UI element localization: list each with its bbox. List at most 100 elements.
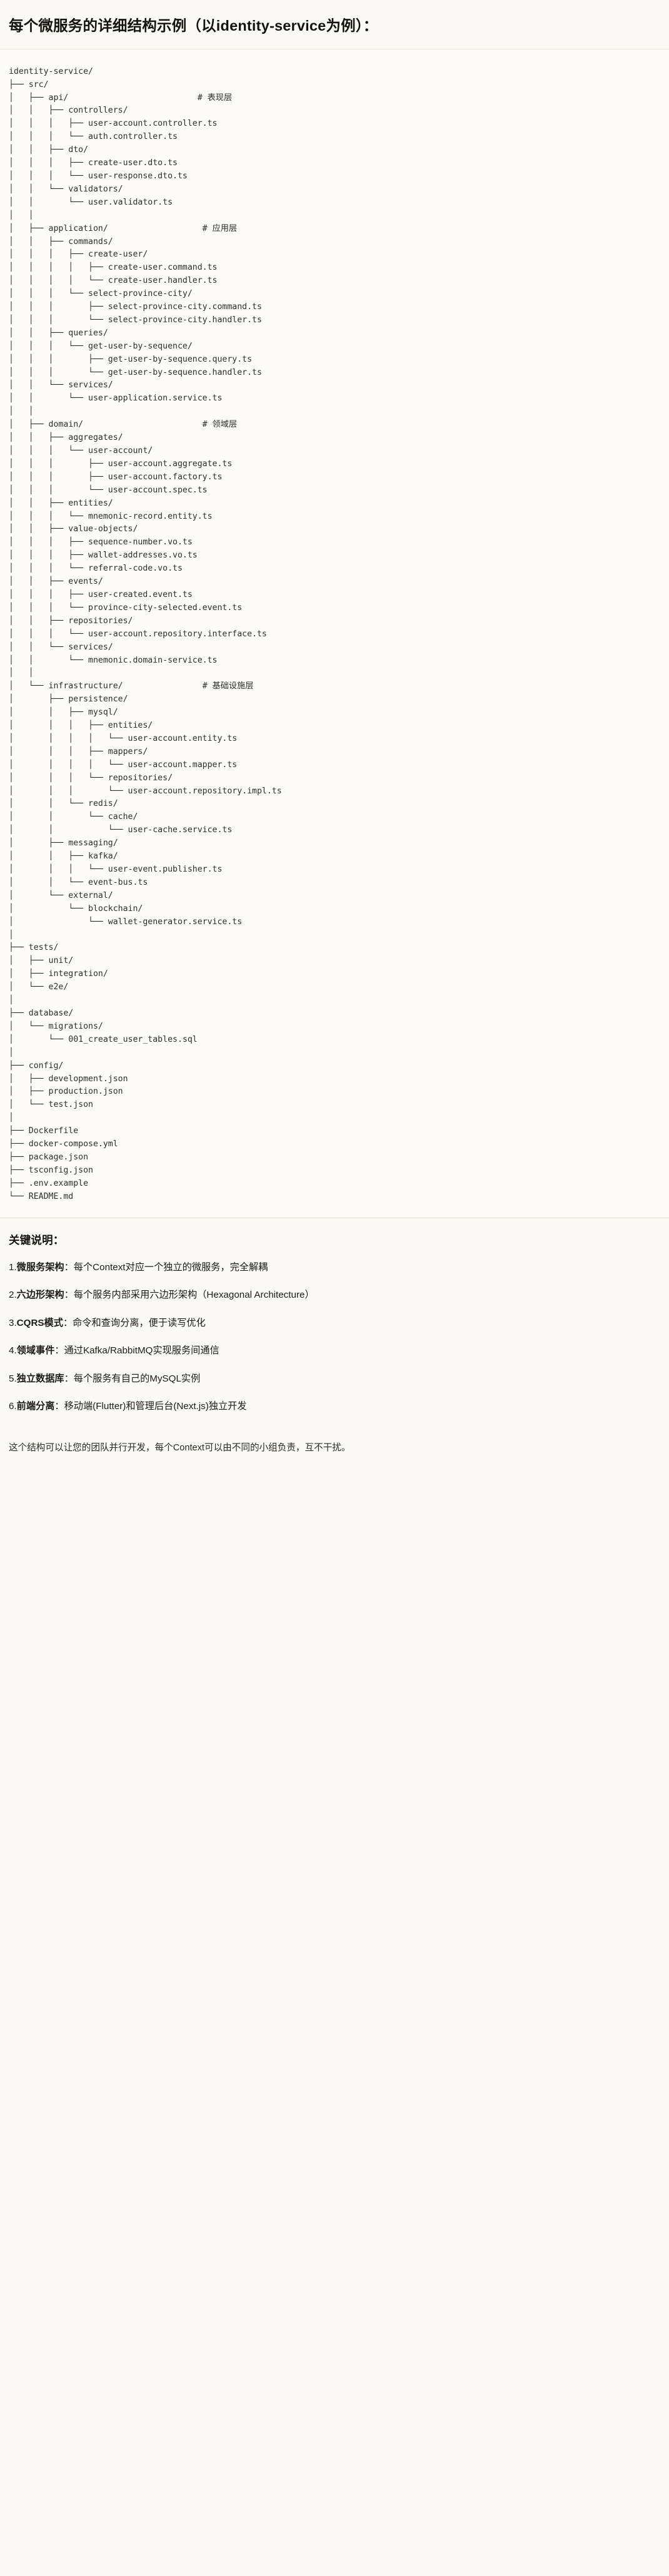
key-note-number: 6. [9,1401,17,1412]
key-note-number: 2. [9,1290,17,1301]
tree-line: │ │ ├── aggregates/ [9,433,123,443]
tree-line: ├── tsconfig.json [9,1165,93,1175]
tree-line: │ │ │ └── select-province-city/ [9,289,193,299]
tree-line: │ │ │ ├── get-user-by-sequence.query.ts [9,354,253,364]
key-note-text: 命令和查询分离，便于读写优化 [73,1317,206,1328]
tree-line: │ │ └── services/ [9,642,113,652]
tree-line: ├── package.json [9,1152,89,1162]
tree-line: │ │ │ ├── entities/ [9,721,153,731]
tree-line: │ │ ├── events/ [9,577,103,587]
tree-line: │ │ [9,407,34,417]
key-note-term: CQRS模式 [16,1317,63,1328]
key-note-text: 每个Context对应一个独立的微服务，完全解耦 [73,1261,268,1273]
tree-line: ├── Dockerfile [9,1126,79,1136]
tree-line: │ │ │ ├── create-user.dto.ts [9,158,178,168]
tree-line: │ │ └── user-application.service.ts [9,394,223,404]
key-note-separator: ： [64,1373,74,1384]
tree-line: │ │ │ │ ├── create-user.command.ts [9,263,218,273]
key-note-text: 移动端(Flutter)和管理后台(Next.js)独立开发 [64,1401,247,1412]
key-note-separator: ： [64,1290,74,1301]
tree-line: │ │ ├── value-objects/ [9,524,138,534]
tree-line: │ │ │ └── select-province-city.handler.t… [9,315,262,325]
tree-line: │ │ ├── queries/ [9,328,108,338]
tree-line: │ │ ├── dto/ [9,145,89,155]
tree-line: │ ├── integration/ [9,969,108,979]
tree-line: │ │ │ └── get-user-by-sequence.handler.t… [9,367,262,377]
tree-line: │ │ │ └── user-account.spec.ts [9,485,208,495]
key-note-number: 4. [9,1345,17,1357]
tree-line: │ ├── development.json [9,1074,128,1084]
tree-line: │ │ │ ├── create-user/ [9,250,148,260]
tree-line: │ │ [9,668,34,678]
tree-line: │ │ │ ├── user-account.factory.ts [9,472,223,482]
tree-line: │ │ │ └── user-account.repository.interf… [9,629,267,639]
page-title: 每个微服务的详细结构示例（以identity-service为例）： [9,18,378,34]
tree-line: │ │ │ ├── sequence-number.vo.ts [9,537,193,547]
key-notes-title: 关键说明： [9,1233,64,1246]
directory-tree: identity-service/├── src/│ ├── api/ # 表现… [9,66,660,1204]
tree-line: │ │ ├── mysql/ [9,708,118,718]
tree-line: │ │ └── user.validator.ts [9,197,173,207]
tree-line: │ │ [9,210,34,220]
key-note-term: 微服务架构 [16,1261,64,1273]
tree-line: │ │ │ └── referral-code.vo.ts [9,564,183,574]
tree-line: │ [9,1047,14,1057]
tree-line: ├── .env.example [9,1178,89,1188]
tree-line: │ │ ├── controllers/ [9,106,128,116]
tree-line: │ │ │ ├── mappers/ [9,746,148,756]
tree-line: │ │ ├── commands/ [9,237,113,247]
tree-line: │ └── migrations/ [9,1021,103,1031]
key-note-number: 5. [9,1373,17,1384]
tree-line: │ │ │ └── province-city-selected.event.t… [9,603,243,613]
tree-line: │ │ ├── entities/ [9,498,113,508]
tree-line: │ │ └── event-bus.ts [9,877,148,887]
key-note-text: 通过Kafka/RabbitMQ实现服务间通信 [64,1345,219,1357]
key-note-separator: ： [63,1317,73,1328]
tree-line: │ │ └── services/ [9,380,113,390]
key-note-item: 6.前端分离：移动端(Flutter)和管理后台(Next.js)独立开发 [9,1399,660,1414]
tree-line: │ ├── messaging/ [9,838,118,848]
tree-line: │ │ │ └── user-account/ [9,446,153,456]
tree-line: │ [9,930,14,940]
tree-line: │ └── e2e/ [9,982,69,992]
tree-line: │ └── 001_create_user_tables.sql [9,1034,198,1044]
key-note-term: 前端分离 [16,1401,55,1412]
tree-line: │ │ │ ├── select-province-city.command.t… [9,302,262,312]
tree-line: │ │ │ │ └── create-user.handler.ts [9,276,218,286]
document-header: 每个微服务的详细结构示例（以identity-service为例）： [0,0,669,49]
key-note-separator: ： [64,1261,74,1273]
key-note-term: 六边形架构 [16,1290,64,1301]
key-note-number: 3. [9,1317,17,1328]
tree-line: │ └── wallet-generator.service.ts [9,917,243,927]
tree-line: │ │ └── cache/ [9,812,138,822]
tree-line: │ │ │ └── user-response.dto.ts [9,171,188,181]
tree-line: │ └── infrastructure/ # 基础设施层 [9,681,254,691]
document-page: 每个微服务的详细结构示例（以identity-service为例）： ident… [0,0,669,1453]
tree-line: │ ├── api/ # 表现层 [9,93,233,103]
tree-line: │ │ ├── kafka/ [9,852,118,862]
tree-line: │ └── external/ [9,890,113,900]
tree-line: ├── database/ [9,1008,74,1018]
tree-line: │ │ └── redis/ [9,799,118,809]
tree-line: ├── tests/ [9,943,59,953]
key-note-text: 每个服务有自己的MySQL实例 [73,1373,201,1384]
tree-line: │ │ └── user-cache.service.ts [9,825,233,835]
tree-line: │ │ │ └── repositories/ [9,773,173,783]
directory-tree-block: identity-service/├── src/│ ├── api/ # 表现… [0,49,669,1218]
tree-line: │ └── test.json [9,1100,93,1110]
tree-line: │ │ │ └── auth.controller.ts [9,132,178,142]
tree-line: │ │ │ └── get-user-by-sequence/ [9,341,193,351]
tree-line: │ [9,1113,14,1123]
key-note-item: 5.独立数据库：每个服务有自己的MySQL实例 [9,1372,660,1387]
tree-line: │ │ │ ├── user-account.aggregate.ts [9,459,233,469]
tree-line: │ ├── persistence/ [9,695,128,705]
tree-line: │ └── blockchain/ [9,904,143,914]
footer-note: 这个结构可以让您的团队并行开发，每个Context可以由不同的小组负责，互不干扰… [9,1442,351,1453]
key-note-number: 1. [9,1261,17,1273]
tree-line: │ │ ├── repositories/ [9,616,133,626]
tree-line: │ ├── unit/ [9,956,74,966]
tree-line: │ ├── application/ # 应用层 [9,223,238,233]
key-note-item: 4.领域事件：通过Kafka/RabbitMQ实现服务间通信 [9,1343,660,1358]
